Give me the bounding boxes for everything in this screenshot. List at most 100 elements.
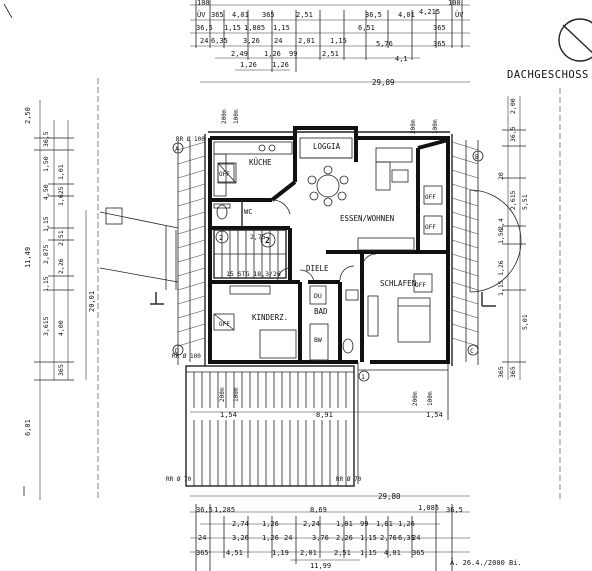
dim-200m-a: 200m [221, 109, 228, 124]
dim-left-total: 20,01 [88, 291, 96, 312]
dim-200m-c: 200m [412, 391, 419, 406]
dim-bottom-total: 11,99 [310, 562, 331, 570]
dim-bottom-row3-0: 24 [198, 534, 206, 542]
axis-label-d: D [175, 347, 179, 355]
dim-left-outer-0: 2,50 [24, 107, 32, 124]
roof-hatching-left [177, 140, 206, 365]
dim-right-col1-5: 365 [509, 366, 517, 378]
stair-level: 2,75 [250, 233, 266, 241]
dim-top-row5-4: 4,1 [395, 55, 408, 63]
room-essen-wohnen: ESSEN/WOHNEN [340, 214, 394, 223]
dim-right-col2-0: 20 [497, 172, 505, 180]
dim-top-row5-2: 99 [289, 50, 297, 58]
dim-bottom-row1-2: 8,69 [310, 506, 327, 514]
dim-top-row2-8: ÜV [455, 10, 464, 19]
dim-top-row4-0: 24 [200, 37, 208, 45]
dim-bottom-row4-6: 4,01 [384, 549, 401, 557]
axis-circles-icon [172, 142, 484, 382]
dim-left-col2-6: 3,615 [42, 316, 50, 336]
dim-bottom-row4-0: 365 [196, 549, 209, 557]
dim-left-col2-2: 4,50 [42, 184, 50, 200]
dim-top-row2-3: 365 [262, 11, 275, 19]
dim-left-col2-4: 2,875 [42, 244, 50, 264]
living-sideboard [357, 237, 415, 251]
dim-right-col2-1: 1,50 [497, 228, 505, 244]
dim-bottom-row3-6: 1,15 [360, 534, 377, 542]
room-du: DU [314, 292, 322, 300]
dim-bottom-row1-3: 1,085 [418, 504, 439, 512]
dim-top-row4-7: 365 [433, 40, 446, 48]
dim-bottom-row2-3: 1,01 [336, 520, 353, 528]
dim-bottom-row3-5: 2,26 [336, 534, 353, 542]
dim-bottom-row1-0: 36,5 [196, 506, 213, 514]
dim-top-row4-6: 5,76 [376, 40, 393, 48]
top-dimension-chains: 100 100 ÜV 365 4,01 365 2,51 36,5 4,01 4… [190, 0, 470, 87]
dim-top-row2-2: 4,01 [232, 11, 249, 19]
dim-200m-b: 200m [410, 119, 417, 134]
revision-stamp: Ä. 26.4./2000 Bi. [450, 558, 522, 567]
room-bw: BW [314, 336, 322, 344]
roof-windows [217, 163, 443, 293]
roof-window-label-4: OFF [415, 282, 426, 289]
dim-right-col1-1: 36,5 [509, 126, 517, 142]
dim-left-outer-1: 11,49 [24, 247, 32, 268]
sofa [375, 147, 413, 191]
dormer-arc [469, 189, 522, 293]
dim-left-col2-0: 36,5 [42, 131, 50, 147]
dim-bottom-row4-5: 1,15 [360, 549, 377, 557]
dim-left-col3-5: 365 [57, 364, 65, 376]
dim-bottom-row3-8: 6,35 [398, 534, 415, 542]
dim-bottom-row3-2: 1,26 [262, 534, 279, 542]
rain-pipe-bottom-left: RR Ø 70 [166, 476, 192, 483]
dim-top-row5-1: 1,26 [264, 50, 281, 58]
roof-window-label-5: OFF [219, 321, 230, 328]
dim-top-row6-1: 1,26 [272, 61, 289, 69]
axis-label-b: B [475, 153, 479, 161]
dim-top-row3-4: 6,51 [358, 24, 375, 32]
dim-right-col2-4: 1,15 [497, 280, 505, 296]
dim-left-col3-1: 1,625 [57, 186, 65, 206]
axis-label-c: C [470, 347, 474, 355]
dim-right-col1-2: 2,615 [509, 190, 517, 210]
interior-walls [210, 138, 449, 362]
dim-top-row4-2: 3,26 [243, 37, 260, 45]
dim-891: 8,91 [316, 411, 333, 419]
section-marker-bottom: 1 [361, 373, 365, 381]
dim-top-row2-1: 365 [211, 11, 224, 19]
dim-top-row2-0: ÜV [197, 10, 206, 19]
kinder-furniture [213, 285, 297, 359]
dim-154-right: 1,54 [426, 411, 443, 419]
dim-bottom-row4-2: 1,19 [272, 549, 289, 557]
dim-right-col2-2: 1,26 [497, 260, 505, 276]
dim-bottom-row2-0: 2,74 [232, 520, 249, 528]
dim-100m-b: 100m [432, 119, 439, 134]
dim-100m-c: 100m [427, 391, 434, 406]
loggia-area [299, 137, 353, 159]
dim-top-row5-0: 2,49 [231, 50, 248, 58]
dim-left-col3-2: 2,51 [57, 230, 65, 246]
wc-fixtures [213, 203, 231, 220]
balcony-deck [185, 365, 355, 487]
dim-bottom-row2-1: 1,26 [262, 520, 279, 528]
dim-top-row2-5: 36,5 [365, 11, 382, 19]
dim-left-col2-1: 1,50 [42, 156, 50, 172]
drawing-title: DACHGESCHOSS [507, 69, 589, 81]
room-loggia: LOGGIA [313, 142, 341, 151]
dim-bottom-row1-1: 1,285 [214, 506, 235, 514]
rain-pipe-d: RR Ø 100 [172, 353, 201, 360]
rain-pipe-bottom-right: RR Ø 70 [336, 476, 362, 483]
dim-top-overall: 29,89 [372, 78, 395, 87]
kitchen-fixtures [213, 141, 293, 197]
dim-bottom-row4-7: 365 [412, 549, 425, 557]
dim-bottom-row4-1: 4,51 [226, 549, 243, 557]
dim-bottom-row3-3: 24 [284, 534, 292, 542]
left-dimension-chains [34, 100, 87, 500]
dim-bottom-row4-4: 2,51 [334, 549, 351, 557]
dim-right-col1-0: 2,00 [509, 98, 517, 114]
dim-left-col2-3: 1,15 [42, 216, 50, 232]
dim-right-col1-3: 5,51 [521, 194, 529, 210]
dim-bottom-row2-6: 1,26 [398, 520, 415, 528]
room-schlafen: SCHLAFEN [380, 279, 416, 288]
dim-bottom-row3-7: 2,76 [380, 534, 397, 542]
